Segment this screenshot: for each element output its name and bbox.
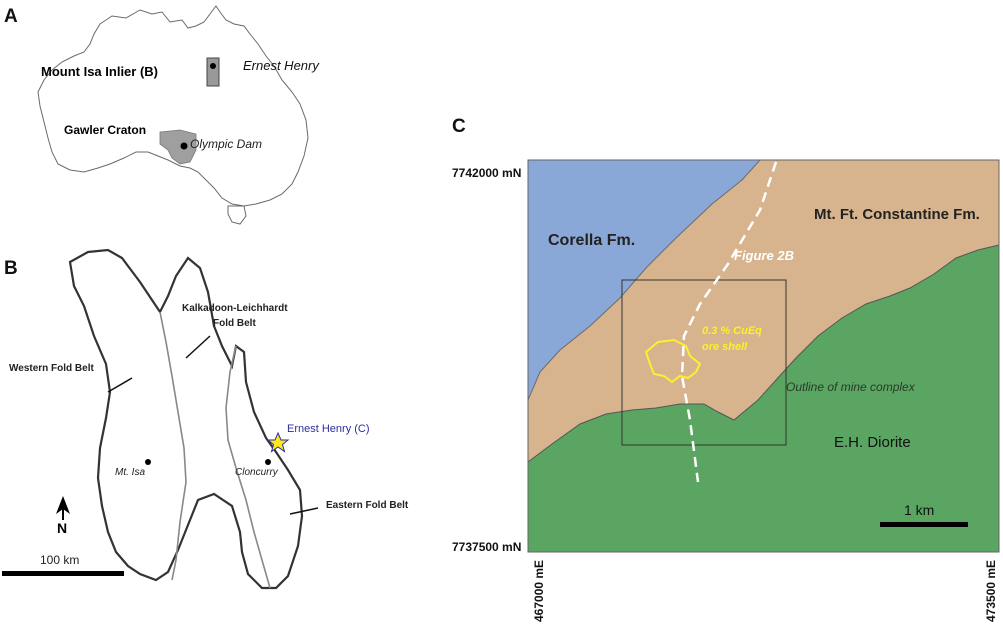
gawler-craton-region	[159, 129, 197, 165]
ernest-henry-label-b: Ernest Henry (C)	[287, 423, 370, 435]
western-leader	[107, 377, 133, 393]
figure-2b-section-line	[680, 161, 778, 483]
fold-belt-boundary-west	[159, 311, 187, 581]
scale-label-b: 100 km	[40, 553, 80, 567]
ore-shell-label-2: ore shell	[702, 341, 748, 353]
panel-b-letter: B	[4, 258, 18, 279]
easting-left-label: 467000 mE	[532, 559, 546, 622]
fold-belt-boundary-east	[225, 345, 271, 589]
scale-label-c: 1 km	[904, 502, 935, 518]
olympic-dam-dot	[180, 142, 188, 150]
diorite-label: E.H. Diorite	[834, 434, 911, 451]
olympic-dam-label: Olympic Dam	[190, 137, 263, 151]
mt-isa-label: Mt. Isa	[115, 467, 146, 478]
ernest-henry-label-a: Ernest Henry	[243, 58, 319, 73]
panel-a-letter: A	[4, 6, 18, 27]
mine-complex-outline	[621, 279, 787, 446]
northing-bottom-label: 7737500 mN	[452, 540, 522, 554]
eastern-fold-belt-label: Eastern Fold Belt	[326, 500, 409, 511]
corella-label: Corella Fm.	[548, 232, 636, 249]
ernest-henry-dot	[210, 63, 216, 69]
eastern-leader	[289, 507, 319, 515]
western-fold-belt-label: Western Fold Belt	[9, 363, 94, 374]
panel-c-letter: C	[452, 116, 466, 137]
cloncurry-dot	[265, 459, 271, 465]
scale-bar-b	[2, 571, 124, 576]
constantine-label: Mt. Ft. Constantine Fm.	[814, 206, 980, 223]
mount-isa-inlier-region	[206, 57, 220, 87]
mine-outline-label: Outline of mine complex	[786, 380, 915, 394]
ore-shell-label-1: 0.3 % CuEq	[702, 325, 762, 337]
scale-bar-c	[880, 522, 968, 527]
figure-2b-label: Figure 2B	[734, 248, 794, 263]
north-label: N	[57, 520, 68, 536]
diorite-unit	[528, 245, 999, 552]
easting-right-label: 473500 mE	[984, 559, 998, 622]
gawler-craton-label: Gawler Craton	[64, 123, 147, 137]
north-arrow-icon	[56, 496, 70, 514]
ernest-henry-star	[266, 431, 290, 453]
australia-coastline	[37, 5, 309, 207]
kalkadoon-leader	[185, 335, 211, 359]
ore-shell	[644, 338, 702, 384]
mount-isa-inlier-outline	[68, 248, 304, 590]
kalkadoon-label-2: Fold Belt	[213, 318, 256, 329]
mount-isa-inlier-label: Mount Isa Inlier (B)	[41, 64, 158, 79]
tasmania	[227, 205, 247, 225]
mt-isa-dot	[145, 459, 151, 465]
northing-top-label: 7742000 mN	[452, 166, 522, 180]
kalkadoon-label-1: Kalkadoon-Leichhardt	[182, 303, 288, 314]
cloncurry-label: Cloncurry	[235, 467, 278, 478]
